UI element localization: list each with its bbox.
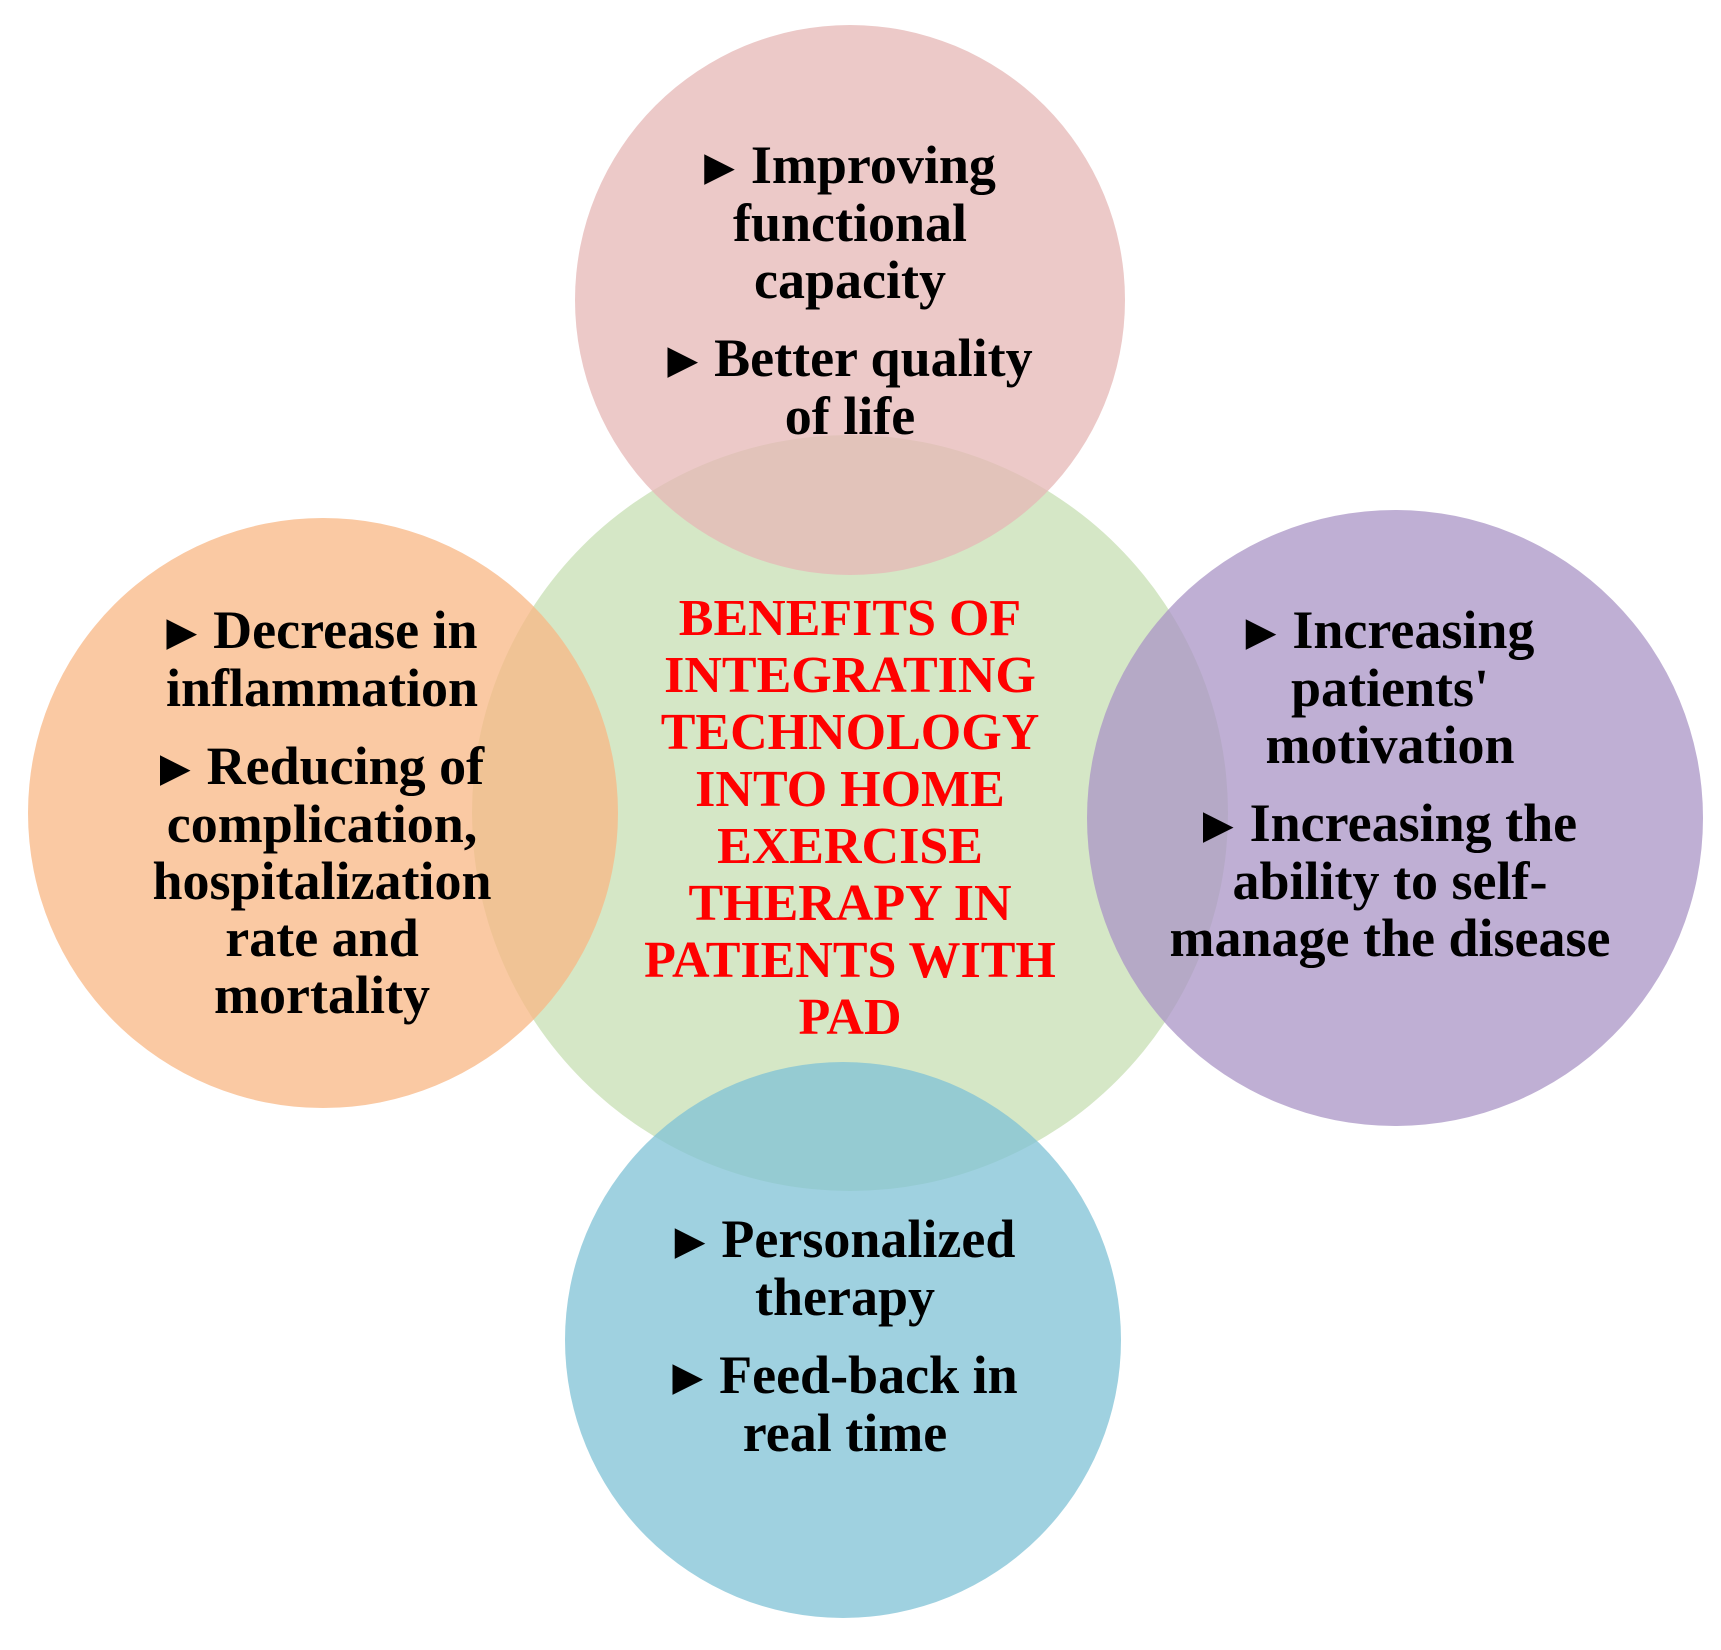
bullet-arrow-icon: ▶: [1202, 802, 1234, 847]
top-circle-label: ▶Improving functional capacity ▶Better q…: [640, 137, 1060, 445]
bottom-item-2: ▶Feed-back in real time: [672, 1345, 1018, 1463]
bottom-item-1: ▶Personalized therapy: [674, 1209, 1016, 1327]
bullet-arrow-icon: ▶: [1245, 609, 1277, 654]
top-circle: [575, 25, 1125, 575]
right-item-2: ▶Increasing the ability to self-manage t…: [1169, 793, 1611, 968]
right-circle: [1087, 510, 1703, 1126]
top-item-1: ▶Improving functional capacity: [704, 135, 996, 310]
bottom-circle: [565, 1062, 1121, 1618]
bullet-arrow-icon: ▶: [704, 144, 735, 189]
bullet-arrow-icon: ▶: [667, 337, 699, 382]
left-item-1: ▶Decrease in inflammation: [165, 600, 478, 718]
bullet-arrow-icon: ▶: [674, 1218, 706, 1263]
left-circle: [28, 518, 618, 1108]
right-item-1: ▶Increasing patients' motivation: [1245, 600, 1535, 775]
left-item-2: ▶Reducing of complication, hospitalizati…: [152, 736, 492, 1025]
right-circle-label: ▶Increasing patients' motivation ▶Increa…: [1160, 602, 1620, 967]
center-title: BENEFITS OF INTEGRATING TECHNOLOGY INTO …: [644, 590, 1056, 1046]
top-item-2: ▶Better quality of life: [667, 328, 1033, 446]
left-circle-label: ▶Decrease in inflammation ▶Reducing of c…: [127, 602, 517, 1024]
bullet-arrow-icon: ▶: [166, 609, 198, 654]
bullet-arrow-icon: ▶: [672, 1354, 704, 1399]
bottom-circle-label: ▶Personalized therapy ▶Feed-back in real…: [625, 1211, 1065, 1462]
bullet-arrow-icon: ▶: [159, 745, 191, 790]
center-circle: [472, 435, 1228, 1191]
